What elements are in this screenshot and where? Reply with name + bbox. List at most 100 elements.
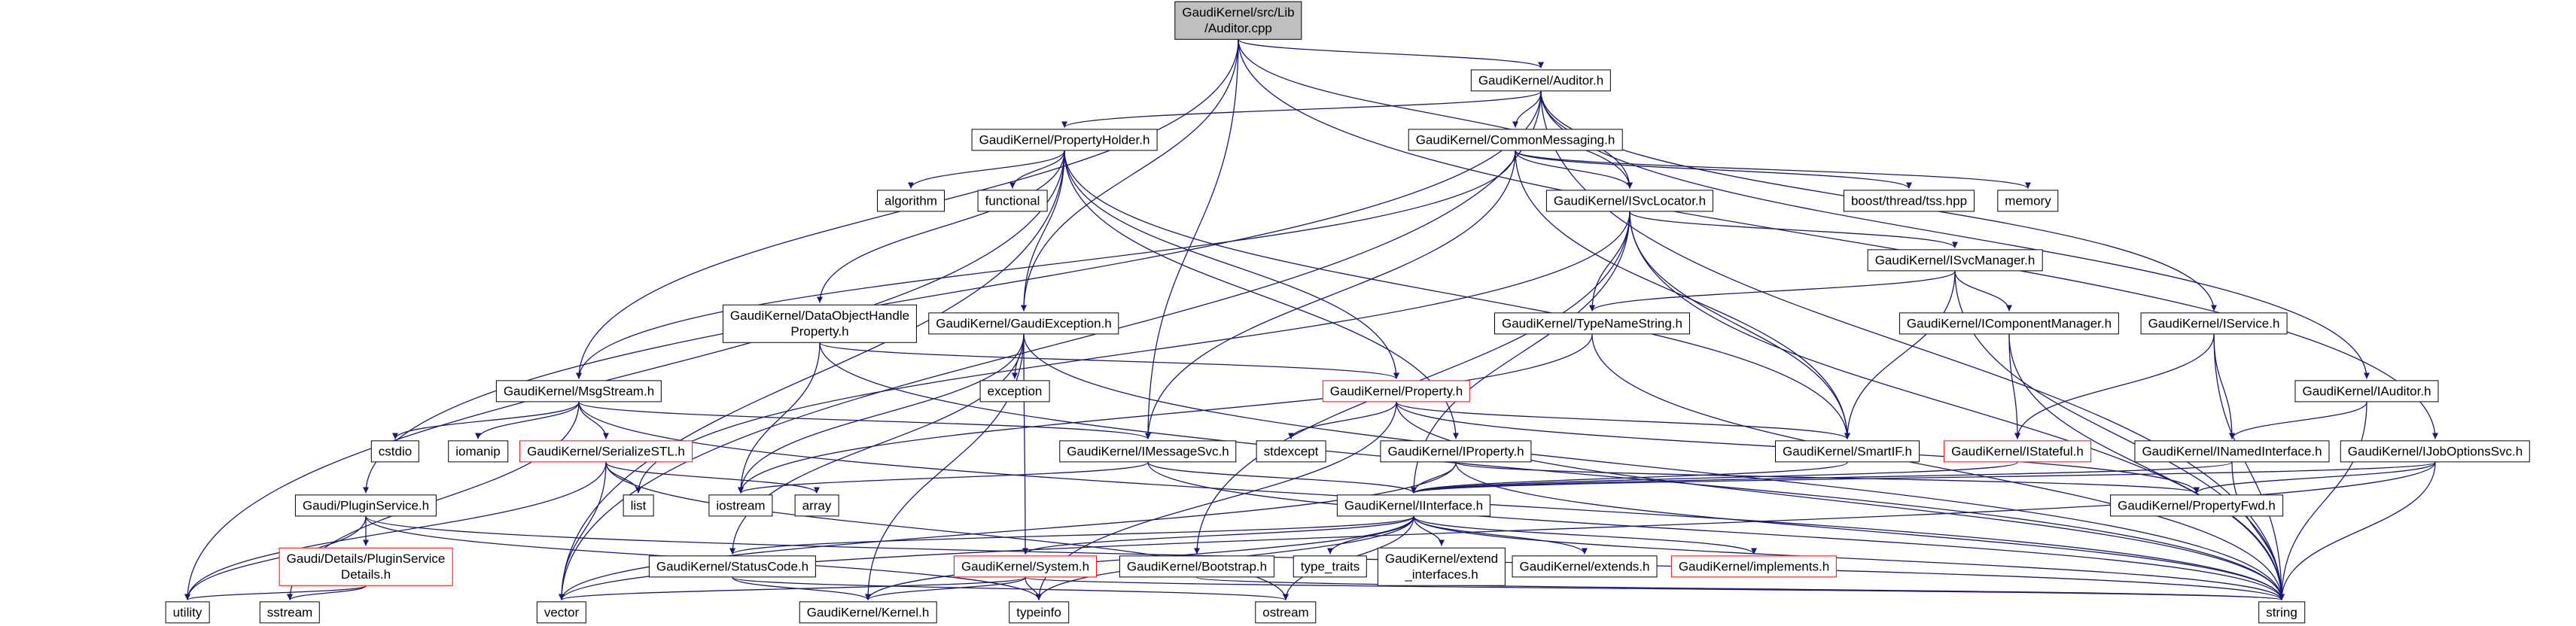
edge-msgstream_h-to-imessagesvc_h (578, 401, 1151, 440)
node-istateful_h[interactable]: GaudiKernel/IStateful.h (1944, 440, 2091, 463)
edge-gaudiexception_h-to-statuscode_h (729, 334, 1025, 555)
node-pluginservicedetails_h[interactable]: Gaudi/Details/PluginService Details.h (279, 547, 453, 586)
edge-iinterface_h-to-system_h (1022, 515, 1414, 555)
node-imessagesvc_h[interactable]: GaudiKernel/IMessageSvc.h (1059, 440, 1237, 463)
edge-system_h-to-kernel_h (865, 576, 1026, 601)
node-algorithm: algorithm (877, 190, 945, 212)
edge-iinterface_h-to-statuscode_h (729, 515, 1414, 555)
node-statuscode_h[interactable]: GaudiKernel/StatusCode.h (648, 555, 817, 578)
edge-propertyholder_h-to-functional (1009, 150, 1065, 189)
node-extends_h[interactable]: GaudiKernel/extends.h (1512, 555, 1658, 578)
edge-iproperty_h-to-vector (559, 462, 1457, 600)
node-pluginservice_h[interactable]: Gaudi/PluginService.h (294, 494, 437, 517)
edge-auditor_cpp-to-auditor_h (1238, 38, 1544, 69)
node-ijoboptionssvc_h[interactable]: GaudiKernel/IJobOptionsSvc.h (2340, 440, 2531, 463)
node-inamedinterface_h[interactable]: GaudiKernel/INamedInterface.h (2134, 440, 2330, 463)
edge-imessagesvc_h-to-iinterface_h (1147, 461, 1417, 494)
node-iproperty_h[interactable]: GaudiKernel/IProperty.h (1380, 440, 1532, 463)
node-smartif_h[interactable]: GaudiKernel/SmartIF.h (1775, 440, 1920, 463)
edge-auditor_h-to-vector (559, 91, 1542, 600)
node-propertyholder_h[interactable]: GaudiKernel/PropertyHolder.h (971, 129, 1158, 151)
edge-iinterface_h-to-extend_interfaces_h (1413, 516, 1445, 546)
node-typenamestring_h[interactable]: GaudiKernel/TypeNameString.h (1494, 312, 1691, 335)
edge-serializestl_h-to-ostream (605, 462, 1289, 600)
edge-auditor_cpp-to-imessagesvc_h (1145, 39, 1239, 439)
edge-system_h-to-string (1025, 576, 2285, 601)
edge-dataobjecthandleproperty_h-to-property_h (819, 342, 1399, 380)
edge-iproperty_h-to-string (1455, 462, 2285, 600)
node-kernel_h[interactable]: GaudiKernel/Kernel.h (799, 601, 937, 624)
edge-iinterface_h-to-type_traits (1327, 516, 1414, 555)
node-commonmessaging_h[interactable]: GaudiKernel/CommonMessaging.h (1408, 129, 1623, 151)
edge-smartif_h-to-iinterface_h (1411, 461, 1848, 494)
node-implements_h[interactable]: GaudiKernel/implements.h (1670, 555, 1838, 578)
edge-system_h-to-vector (559, 576, 1026, 601)
node-iostream: iostream (708, 494, 773, 517)
edge-iauditor_h-to-string (2279, 402, 2367, 600)
edge-auditor_cpp-to-ijoboptionssvc_h (1238, 39, 2438, 439)
edge-propertyholder_h-to-vector (559, 150, 1065, 600)
edge-dataobjecthandleproperty_h-to-string (819, 342, 2285, 600)
edge-property_h-to-stdexcept (1288, 402, 1397, 439)
node-system_h[interactable]: GaudiKernel/System.h (953, 555, 1098, 578)
edge-auditor_h-to-commonmessaging_h (1512, 91, 1542, 128)
node-serializestl_h[interactable]: GaudiKernel/SerializeSTL.h (519, 440, 693, 463)
node-icomponentmanager_h[interactable]: GaudiKernel/IComponentManager.h (1899, 312, 2120, 335)
edge-auditor_h-to-iauditor_h (1540, 91, 2370, 379)
edge-msgstream_h-to-iomanip (475, 402, 580, 439)
node-type_traits: type_traits (1293, 555, 1368, 578)
edge-commonmessaging_h-to-boost_tss (1515, 150, 1912, 190)
edge-isvcmanager_h-to-smartif_h (1844, 271, 1956, 439)
node-gaudiexception_h[interactable]: GaudiKernel/GaudiException.h (928, 312, 1119, 335)
edge-isvclocator_h-to-typenamestring_h (1589, 211, 1631, 311)
edge-iinterface_h-to-implements_h (1413, 515, 1757, 555)
node-extend_interfaces_h[interactable]: GaudiKernel/extend _interfaces.h (1377, 547, 1506, 586)
edge-isvcmanager_h-to-icomponentmanager_h (1954, 271, 2012, 311)
edge-statuscode_h-to-ostream (732, 576, 1289, 601)
node-sstream: sstream (259, 601, 321, 624)
edge-pluginservicedetails_h-to-utility (184, 585, 367, 601)
edge-auditor_cpp-to-gaudiexception_h (1021, 39, 1239, 311)
node-property_h[interactable]: GaudiKernel/Property.h (1322, 380, 1471, 403)
node-dataobjecthandleproperty_h[interactable]: GaudiKernel/DataObjectHandle Property.h (722, 304, 918, 343)
edge-ijoboptionssvc_h-to-iinterface_h (1411, 461, 2436, 494)
edge-isvclocator_h-to-string (1629, 211, 2285, 600)
node-stdexcept: stdexcept (1256, 440, 1326, 463)
node-isvcmanager_h[interactable]: GaudiKernel/ISvcManager.h (1867, 249, 2043, 272)
node-auditor_cpp: GaudiKernel/src/Lib /Auditor.cpp (1174, 1, 1302, 40)
node-iauditor_h[interactable]: GaudiKernel/IAuditor.h (2294, 380, 2439, 403)
edge-ijoboptionssvc_h-to-string (2279, 462, 2436, 600)
node-propertyfwd_h[interactable]: GaudiKernel/PropertyFwd.h (2110, 494, 2283, 517)
node-ostream: ostream (1255, 601, 1317, 624)
edge-commonmessaging_h-to-smartif_h (1515, 150, 1850, 439)
node-bootstrap_h[interactable]: GaudiKernel/Bootstrap.h (1119, 555, 1275, 578)
node-auditor_h[interactable]: GaudiKernel/Auditor.h (1470, 69, 1612, 92)
node-isvclocator_h[interactable]: GaudiKernel/ISvcLocator.h (1545, 190, 1714, 212)
edge-gaudiexception_h-to-system_h (1022, 334, 1028, 555)
edge-bootstrap_h-to-string (1196, 576, 2285, 601)
edge-propertyholder_h-to-property_h (1064, 150, 1399, 379)
node-msgstream_h[interactable]: GaudiKernel/MsgStream.h (495, 380, 662, 403)
edge-icomponentmanager_h-to-string (2008, 334, 2285, 600)
edge-iauditor_h-to-inamedinterface_h (2229, 402, 2367, 439)
edge-propertyholder_h-to-dataobjecthandleproperty_h (817, 150, 1065, 303)
node-iservice_h[interactable]: GaudiKernel/IService.h (2140, 312, 2288, 335)
edge-pluginservicedetails_h-to-sstream (287, 585, 367, 601)
node-iinterface_h[interactable]: GaudiKernel/IInterface.h (1336, 494, 1491, 517)
node-list: list (623, 494, 654, 517)
edge-msgstream_h-to-cstdio (392, 402, 580, 439)
edge-imessagesvc_h-to-iostream (738, 461, 1149, 494)
edge-imessagesvc_h-to-string (1147, 462, 2285, 600)
edge-msgstream_h-to-serializestl_h (578, 402, 609, 439)
node-cstdio: cstdio (370, 440, 420, 463)
edge-isvclocator_h-to-smartif_h (1629, 211, 1850, 439)
node-utility: utility (165, 601, 210, 624)
edge-propertyholder_h-to-gaudiexception_h (1021, 150, 1065, 311)
edge-inamedinterface_h-to-iinterface_h (1411, 461, 2233, 494)
edge-isvclocator_h-to-isvcmanager_h (1629, 211, 1958, 249)
edge-commonmessaging_h-to-isvclocator_h (1515, 150, 1633, 189)
node-functional: functional (977, 190, 1048, 212)
edge-iservice_h-to-istateful_h (2014, 334, 2215, 439)
edge-pluginservice_h-to-utility (184, 516, 367, 600)
